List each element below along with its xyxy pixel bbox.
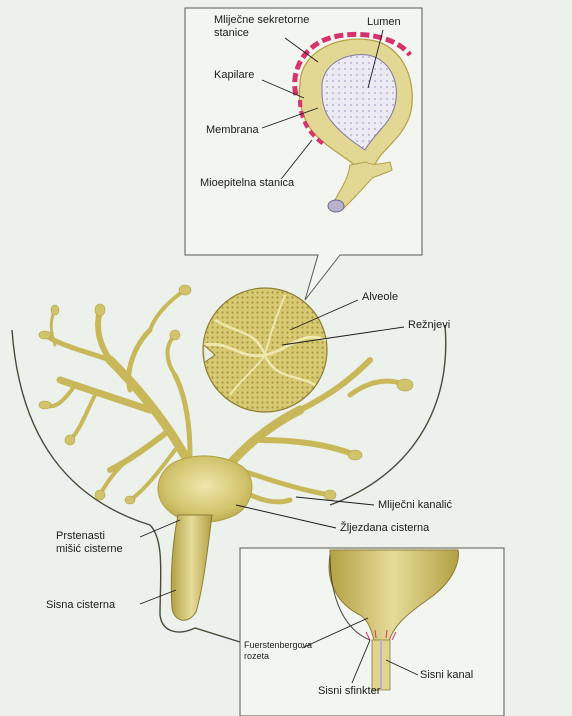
label-sisna-cisterna: Sisna cisterna	[46, 599, 116, 611]
label-membrana: Membrana	[206, 124, 259, 136]
label-sisni-sfinkter: Sisni sfinkter	[318, 685, 381, 697]
label-mlijecni-kanalic: Mliječni kanalić	[378, 499, 452, 511]
label-mlijecne-sekretorne-stanice: Mliječne sekretorne stanice	[214, 14, 309, 40]
label-mioepitelna-stanica: Mioepitelna stanica	[200, 177, 295, 189]
label-reznjevi: Režnjevi	[408, 319, 450, 331]
label-fuerstenbergova-rozeta: Fuerstenbergova rozeta	[244, 640, 312, 662]
lobe	[203, 288, 327, 412]
label-kapilare: Kapilare	[214, 69, 254, 81]
label-alveole: Alveole	[362, 291, 398, 303]
label-sisni-kanal: Sisni kanal	[420, 669, 473, 681]
label-lumen: Lumen	[367, 16, 401, 28]
label-zljezdana-cisterna: Žljezdana cisterna	[340, 521, 430, 534]
label-prstenasti-misic-cisterne: Prstenasti mišić cisterne	[56, 530, 123, 556]
glandular-cistern	[158, 456, 252, 522]
